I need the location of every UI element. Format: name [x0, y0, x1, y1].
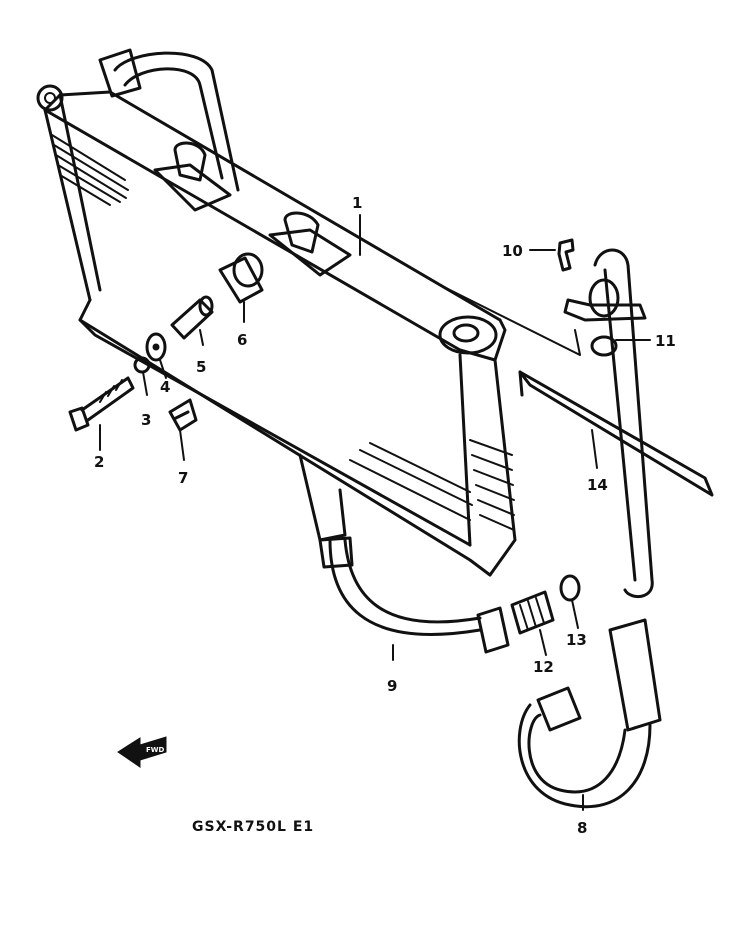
spacer-icon: [170, 295, 214, 340]
part-9-label: 9: [387, 677, 397, 695]
clip-nut-icon: [168, 398, 198, 432]
svg-text:FWD: FWD: [146, 746, 165, 754]
part-11-label: 11: [655, 332, 676, 350]
part-13-label: 13: [566, 631, 587, 649]
forward-arrow-icon: FWD: [117, 736, 167, 768]
oil-cooler-icon: [36, 48, 581, 577]
bolt-icon: [68, 376, 135, 432]
washer-icon: [145, 332, 167, 362]
screw-icon: [557, 238, 575, 272]
cable-tie-icon: [518, 370, 714, 497]
o-ring-icon: [590, 335, 618, 357]
part-6-label: 6: [237, 331, 247, 349]
part-12-label: 12: [533, 658, 554, 676]
part-2-label: 2: [94, 453, 104, 471]
part-5-label: 5: [196, 358, 206, 376]
inlet-hose-icon: [517, 248, 662, 809]
part-3-label: 3: [141, 411, 151, 429]
part-7-label: 7: [178, 469, 188, 487]
leader-lines: [99, 214, 651, 811]
part-14-label: 14: [587, 476, 608, 494]
part-1-label: 1: [352, 194, 362, 212]
model-code: GSX-R750L E1: [192, 819, 314, 835]
outlet-hose-icon: [318, 536, 510, 654]
part-4-label: 4: [160, 378, 170, 396]
part-10-label: 10: [502, 242, 523, 260]
grommet-icon: [218, 252, 264, 304]
gasket-icon: [559, 574, 581, 602]
union-bolt-icon: [510, 590, 555, 635]
part-8-label: 8: [577, 819, 587, 837]
